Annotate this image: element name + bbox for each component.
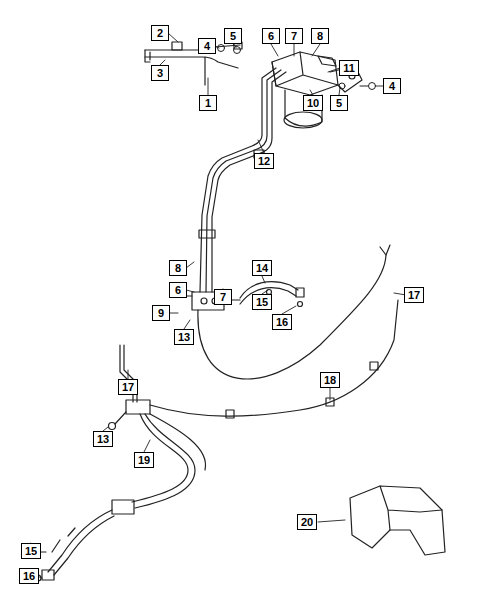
- callout-number: 14: [256, 262, 268, 274]
- callout-number: 5: [334, 97, 344, 109]
- callout-box: 2: [151, 25, 169, 41]
- rear-hoses: [33, 414, 206, 581]
- callout-number: 5: [228, 30, 238, 42]
- callout-number: 13: [97, 433, 109, 445]
- callout-number: 18: [324, 374, 336, 386]
- callout-number: 12: [258, 155, 270, 167]
- callout-box: 11: [339, 60, 359, 76]
- callout-box: 17: [404, 287, 424, 303]
- tube-bundle: [199, 68, 286, 292]
- callout-number: 17: [122, 381, 134, 393]
- callout-number: 16: [276, 316, 288, 328]
- callout-box: 18: [320, 372, 340, 388]
- rear-lines: [109, 300, 399, 430]
- callout-box: 1: [199, 95, 217, 111]
- front-brake-tubes: [145, 42, 242, 85]
- callout-box: 14: [252, 260, 272, 276]
- callout-number: 7: [218, 291, 228, 303]
- callout-box: 7: [285, 28, 303, 44]
- callout-box: 17: [118, 379, 138, 395]
- callout-number: 3: [155, 67, 165, 79]
- callout-number: 2: [155, 27, 165, 39]
- heat-shield: [350, 486, 445, 555]
- callout-number: 16: [23, 570, 35, 582]
- callout-number: 11: [343, 62, 355, 74]
- callout-box: 15: [252, 294, 272, 310]
- callout-box: 5: [330, 95, 348, 111]
- callout-box: 12: [254, 153, 274, 169]
- callout-number: 8: [173, 262, 183, 274]
- rear-brake-line: [198, 247, 386, 379]
- callout-box: 16: [19, 568, 39, 584]
- callout-box: 20: [297, 514, 317, 530]
- callout-box: 3: [151, 65, 169, 81]
- nuts: [218, 45, 376, 90]
- callout-box: 9: [152, 305, 170, 321]
- callout-number: 8: [315, 30, 325, 42]
- rear-brake-line-end: [386, 245, 390, 255]
- callout-number: 19: [138, 454, 150, 466]
- callout-number: 15: [256, 296, 268, 308]
- callout-box: 15: [21, 543, 41, 559]
- callout-number: 10: [307, 97, 319, 109]
- callout-box: 8: [169, 260, 187, 276]
- callout-box: 13: [174, 329, 194, 345]
- callout-number: 4: [202, 40, 212, 52]
- callout-box: 10: [303, 95, 323, 111]
- callout-box: 6: [169, 282, 187, 298]
- callout-box: 13: [93, 431, 113, 447]
- callout-box: 7: [214, 289, 232, 305]
- callout-number: 15: [25, 545, 37, 557]
- callout-number: 7: [289, 30, 299, 42]
- callout-box: 8: [311, 28, 329, 44]
- callout-number: 1: [203, 97, 213, 109]
- callout-box: 4: [383, 78, 401, 94]
- callout-box: 6: [262, 28, 280, 44]
- callout-number: 6: [173, 284, 183, 296]
- callout-number: 4: [387, 80, 397, 92]
- callout-number: 13: [178, 331, 190, 343]
- callout-number: 6: [266, 30, 276, 42]
- callout-box: 16: [272, 314, 292, 330]
- callout-box: 5: [224, 28, 242, 44]
- abs-module: [272, 52, 362, 128]
- callout-box: 4: [198, 38, 216, 54]
- callout-number: 9: [156, 307, 166, 319]
- callout-number: 20: [301, 516, 313, 528]
- leader-lines: [31, 33, 406, 578]
- callout-box: 19: [134, 452, 154, 468]
- callout-number: 17: [408, 289, 420, 301]
